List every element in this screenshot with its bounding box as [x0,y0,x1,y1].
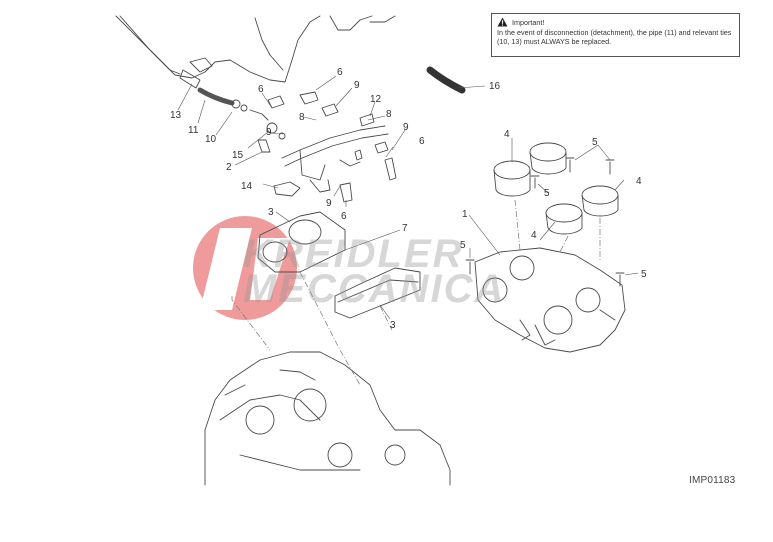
watermark-logo [193,216,297,320]
notice-title: Important! [512,17,545,27]
hose-clamps [493,142,619,235]
callout-5-clamp: 5 [544,188,550,199]
callout-6-left: 6 [258,84,264,95]
callout-13: 13 [170,110,182,121]
callout-9-right: 9 [403,122,409,133]
screws [465,157,625,287]
throttle-body-assembly [474,247,626,353]
drawing-code: IMP01183 [689,475,736,486]
callout-16: 16 [489,81,501,92]
callout-6-bottom: 6 [341,211,347,222]
hose-16 [426,66,466,94]
callout-9-top: 9 [354,80,360,91]
notice-body: In the event of disconnection (detachmen… [497,28,732,46]
important-notice: Important! In the event of disconnection… [491,13,740,57]
callout-4-mid: 4 [531,230,537,241]
part-14 [273,181,301,197]
pipe-11 [197,87,286,153]
callout-8-left: 8 [299,112,305,123]
alignment-lines [231,199,601,386]
callout-4-top: 4 [504,129,510,140]
callout-5-top: 5 [592,137,598,148]
callout-11: 11 [188,125,199,136]
callout-labels: 1 2 3 3 4 4 4 5 5 5 5 6 6 6 6 7 8 8 9 9 … [170,67,647,331]
frame-part [115,15,396,89]
callout-15: 15 [232,150,244,161]
callout-8-right: 8 [386,109,392,120]
callout-5-left: 5 [460,240,466,251]
callout-3-lower: 3 [390,320,396,331]
watermark-text-line2: MECCANICA [243,267,506,311]
callout-7: 7 [402,223,408,234]
watermark-text-line1: KREIDLER [243,232,464,276]
intake-flange-lower [334,267,421,319]
leader-lines [177,75,639,320]
callout-12: 12 [370,94,382,105]
engine-head [204,351,451,486]
callout-2: 2 [226,162,232,173]
fuel-rail [281,125,389,193]
callout-9-bottom: 9 [326,198,332,209]
callout-6-right: 6 [419,136,425,147]
injectors [267,91,397,203]
callout-14: 14 [241,181,253,192]
callout-9-left: 9 [266,127,272,138]
callout-4-right: 4 [636,176,642,187]
callout-1: 1 [462,209,468,220]
callout-5-right: 5 [641,269,647,280]
callout-6-top: 6 [337,67,343,78]
callout-3-upper: 3 [268,207,274,218]
callout-10: 10 [205,134,217,145]
warning-icon [497,17,508,27]
